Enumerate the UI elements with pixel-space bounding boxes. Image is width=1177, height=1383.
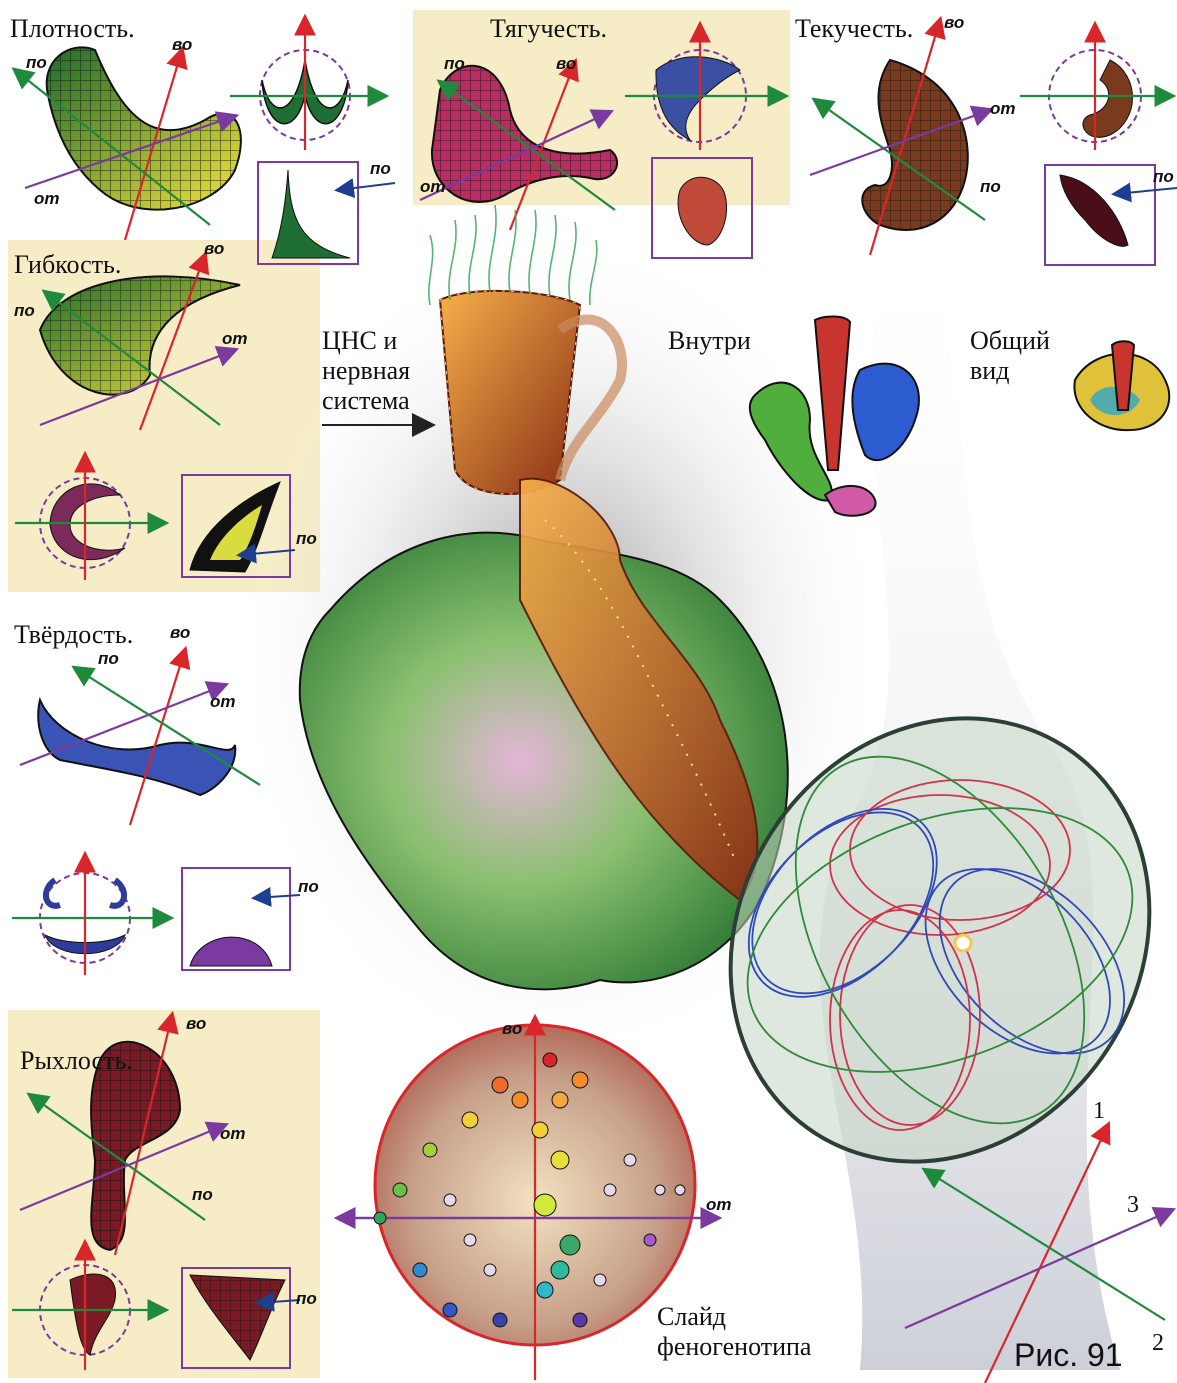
cns-caption-line2: нервная (322, 356, 410, 386)
axis-number-3: 3 (1127, 1192, 1139, 1219)
viscosity-axis-vo: во (556, 55, 576, 72)
looseness-axis-po: по (192, 1186, 213, 1203)
figure-number: Рис. 91 (1014, 1337, 1123, 1374)
hardness-front-view (12, 855, 170, 975)
flexibility-axis-ot: от (222, 330, 248, 347)
flexibility-axis-po: по (14, 302, 35, 319)
density-title: Плотность. (10, 16, 135, 42)
looseness-side-po: по (296, 1290, 317, 1307)
looseness-axis-vo: во (186, 1015, 206, 1032)
hardness-title: Твёрдость. (14, 622, 133, 648)
density-front-view (230, 18, 385, 150)
axis-number-1: 1 (1093, 1098, 1105, 1125)
cns-caption-line3: система (322, 386, 410, 416)
density-3d-figure (15, 47, 241, 240)
fluidity-axis-ot: от (990, 100, 1016, 117)
slide-caption-line1: Слайд (657, 1302, 811, 1332)
cns-caption: ЦНС и нервная система (322, 326, 410, 416)
viscosity-axis-ot: от (420, 178, 446, 195)
general-view-caption: Общий вид (970, 326, 1050, 386)
slide-axis-ot: от (706, 1196, 732, 1213)
hardness-axis-po: по (98, 650, 119, 667)
flexibility-side-po: по (296, 530, 317, 547)
hardness-axis-ot: от (210, 693, 236, 710)
looseness-side-view (182, 1268, 300, 1368)
density-axis-ot: от (34, 190, 60, 207)
flexibility-3d-figure (40, 255, 240, 430)
hardness-side-po: по (298, 878, 319, 895)
cns-caption-line1: ЦНС и (322, 326, 410, 356)
density-axis-vo: во (172, 36, 192, 53)
density-axis-po: по (26, 54, 47, 71)
hardness-axis-vo: во (170, 624, 190, 641)
slide-caption: Слайд феногенотипа (657, 1302, 811, 1362)
viscosity-axis-po: по (444, 55, 465, 72)
fluidity-axis-vo: во (944, 14, 964, 31)
hardness-side-view (182, 868, 300, 970)
general-view-line1: Общий (970, 326, 1050, 356)
fluidity-3d-figure (810, 20, 990, 255)
inside-caption: Внутри (668, 326, 751, 356)
fluidity-axis-po: по (980, 178, 1001, 195)
looseness-front-view (12, 1243, 165, 1370)
axis-number-2: 2 (1152, 1330, 1164, 1357)
viscosity-title: Тягучесть. (490, 16, 607, 42)
viscosity-side-view (652, 158, 752, 258)
general-view-illustration (1074, 341, 1169, 430)
fluidity-title: Текучесть. (795, 16, 913, 42)
looseness-title: Рыхлость. (20, 1048, 133, 1074)
flexibility-title: Гибкость. (14, 252, 121, 278)
density-side-po: по (370, 160, 391, 177)
flexibility-front-view (15, 455, 165, 580)
viscosity-3d-figure (420, 62, 617, 230)
looseness-axis-ot: от (220, 1125, 246, 1142)
hardness-3d-figure (20, 650, 260, 825)
general-view-line2: вид (970, 356, 1050, 386)
viscosity-front-view (625, 25, 785, 150)
flexibility-axis-vo: во (204, 240, 224, 257)
slide-caption-line2: феногенотипа (657, 1332, 811, 1362)
slide-axis-vo: во (502, 1020, 522, 1037)
fluidity-front-view (1020, 25, 1172, 150)
fluidity-side-po: по (1153, 168, 1174, 185)
